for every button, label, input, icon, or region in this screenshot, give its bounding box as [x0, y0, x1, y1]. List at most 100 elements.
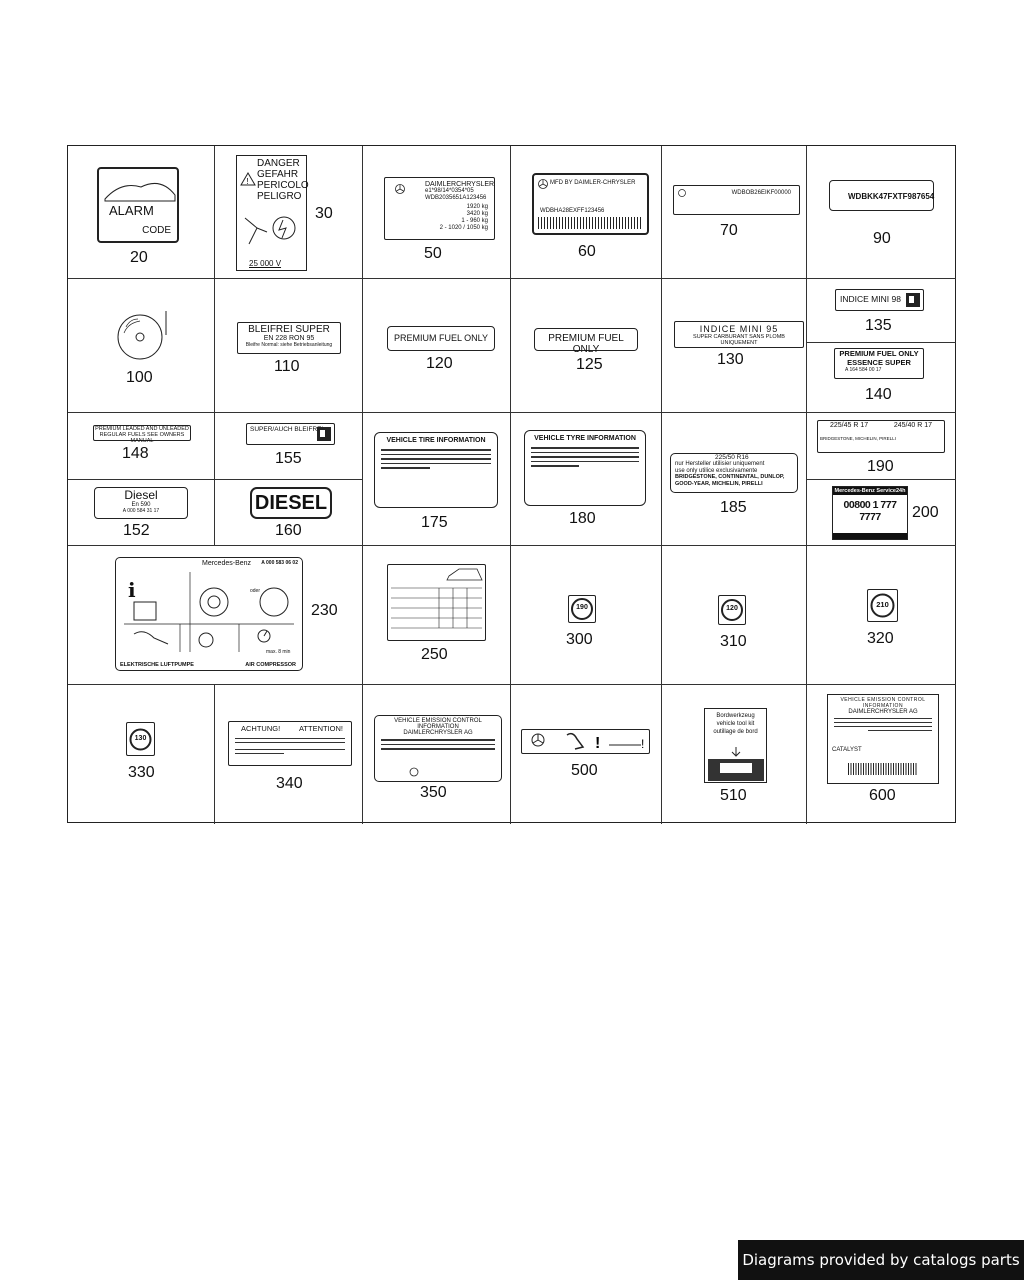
cell-320: 210 320	[807, 546, 956, 685]
cell-175: VEHICLE TIRE INFORMATION 175	[363, 413, 511, 546]
part-number-300: 300	[566, 631, 593, 648]
part-number-190: 190	[867, 458, 894, 475]
cell-310: 120 310	[662, 546, 807, 685]
speed-circle-icon	[870, 593, 895, 618]
fuel-label-135: INDICE MINI 98	[835, 289, 924, 311]
l190-brands: BRIDGESTONE, MICHELIN, PIRELLI	[820, 436, 896, 441]
part-number-30: 30	[315, 205, 333, 222]
part-number-140: 140	[865, 386, 892, 403]
l320-speed: 210	[876, 600, 889, 609]
speed-label-300: 190	[568, 595, 596, 623]
l120-text: PREMIUM FUEL ONLY	[393, 333, 488, 343]
emission-label-350: VEHICLE EMISSION CONTROL INFORMATION DAI…	[374, 715, 502, 782]
l600-line-1: VEHICLE EMISSION CONTROL INFORMATION	[840, 697, 926, 709]
fuel-label-120: PREMIUM FUEL ONLY	[387, 326, 495, 351]
pressure-table-icon	[391, 568, 483, 629]
cell-180: VEHICLE TYRE INFORMATION 180	[511, 413, 662, 546]
part-number-330: 330	[128, 764, 155, 781]
l152-line-1: Diesel	[124, 488, 158, 502]
cell-500: !! 500	[511, 685, 662, 824]
mercedes-star-icon	[538, 179, 548, 189]
cell-155: SUPER/AUCH BLEIFREI 155	[215, 413, 363, 480]
l135-text: INDICE MINI 98	[840, 294, 901, 304]
cell-125: PREMIUM FUEL ONLY 125	[511, 279, 662, 413]
l148-line-1: PREMIUM LEADED AND UNLEADED	[95, 426, 189, 432]
fuel-label-140: PREMIUM FUEL ONLY ESSENCE SUPER A 164 58…	[834, 348, 924, 379]
part-number-70: 70	[720, 222, 738, 239]
part-number-125: 125	[576, 356, 603, 373]
warning-label-340: ACHTUNG! ATTENTION!	[228, 721, 352, 766]
fuel-label-152: Diesel En 590 A 000 584 31 17	[94, 487, 188, 519]
danger-line-3: PERICOLO	[257, 180, 309, 191]
tire-label-185: 225/50 R16 nur Hersteller utilisier uniq…	[670, 453, 798, 493]
part-number-180: 180	[569, 510, 596, 527]
speed-circle-icon	[571, 598, 593, 620]
mercedes-star-icon	[409, 767, 419, 777]
part-number-510: 510	[720, 787, 747, 804]
part-number-320: 320	[867, 630, 894, 647]
fuel-label-130: INDICE MINI 95 SUPER CARBURANT SANS PLOM…	[674, 321, 804, 348]
type-plate-50: DAIMLERCHRYSLER e1*98/14*0354*05 WDB2035…	[384, 177, 495, 240]
l330-speed: 130	[134, 735, 147, 742]
cell-152: Diesel En 590 A 000 584 31 17 152	[68, 480, 215, 546]
l200-phone: 00800 1 777 7777	[843, 499, 897, 523]
plate50-brand: DAIMLERCHRYSLER	[425, 181, 495, 188]
cell-250: 250	[363, 546, 511, 685]
l230-time: max. 8 min	[266, 649, 291, 655]
plate50-weight-1: 1920 kg	[466, 204, 488, 210]
cell-70: WDBOB26EIKF00000 70	[662, 146, 807, 279]
plate50-approval: e1*98/14*0354*05	[425, 188, 474, 194]
l140-line-3: A 164 584 00 17	[845, 367, 882, 373]
part-number-340: 340	[276, 775, 303, 792]
l340-attention: ATTENTION!	[298, 724, 343, 733]
l340-achtung: ACHTUNG!	[241, 724, 281, 733]
compressor-label-230: Mercedes-Benz A 000 583 06 02 i oder max…	[115, 557, 303, 671]
cell-100: 100	[68, 279, 215, 413]
speed-label-310: 120	[718, 595, 746, 625]
l140-line-1: PREMIUM FUEL ONLY	[839, 349, 919, 358]
tire-label-190: 225/45 R 17 245/40 R 17 BRIDGESTONE, MIC…	[817, 420, 945, 453]
service-label-200: Mercedes-Benz Service24h 00800 1 777 777…	[832, 486, 908, 540]
speed-circle-icon	[721, 599, 743, 621]
compressor-instructions-icon	[124, 572, 294, 652]
tow-hook-warning-icon: !!	[531, 732, 644, 752]
danger-line-2: GEFAHR	[257, 169, 299, 180]
l230-part: A 000 583 06 02	[261, 560, 298, 566]
l140-line-2: ESSENCE SUPER	[847, 358, 911, 367]
cell-135: INDICE MINI 98 135	[807, 279, 956, 343]
l148-line-2: REGULAR FUELS SEE OWNERS MANUAL	[99, 432, 185, 444]
l175-title: VEHICLE TIRE INFORMATION	[386, 437, 486, 444]
l185-line-3: use only utilice exclusivamente	[675, 467, 758, 474]
speed-label-320: 210	[867, 589, 898, 622]
part-number-130: 130	[717, 351, 744, 368]
danger-label: DANGER GEFAHR PERICOLO PELIGRO ! 25 000 …	[236, 155, 309, 271]
l230-brand: Mercedes-Benz	[202, 560, 252, 567]
plate60-mfd: MFD BY DAIMLER-CHRYSLER	[550, 180, 636, 186]
part-number-100: 100	[126, 369, 153, 386]
l185-size: 225/50 R16	[715, 454, 749, 461]
l180-title: VEHICLE TYRE INFORMATION	[534, 435, 636, 442]
alarm-code: CODE	[142, 225, 171, 236]
fuel-pump-icon	[906, 293, 920, 307]
part-number-155: 155	[275, 450, 302, 467]
l190-size-b: 245/40 R 17	[893, 422, 932, 429]
part-number-110: 110	[274, 358, 300, 375]
type-plate-60: MFD BY DAIMLER-CHRYSLER WDBHA28EXFF12345…	[532, 173, 649, 235]
l110-norm: EN 228 RON 95	[263, 335, 315, 342]
tire-pressure-table-250	[387, 564, 486, 641]
cd-disc-icon	[117, 311, 167, 360]
fuel-label-155: SUPER/AUCH BLEIFREI	[246, 423, 335, 445]
parts-diagram-grid: ALARM CODE 20 DANGER GEFAHR PERICOLO PEL…	[67, 145, 956, 824]
part-number-250: 250	[421, 646, 448, 663]
cell-160: DIESEL 160	[215, 480, 363, 546]
plate50-axle-2: 2 - 1020 / 1050 kg	[439, 225, 488, 231]
l160-text: DIESEL	[254, 492, 328, 514]
cell-90: WDBKK47FXTF987654 90	[807, 146, 956, 279]
tire-info-label-180: VEHICLE TYRE INFORMATION	[524, 430, 646, 506]
towing-label-500: !!	[521, 729, 650, 754]
vin90-text: WDBKK47FXTF987654	[848, 192, 935, 201]
part-number-200: 200	[912, 504, 939, 521]
part-number-350: 350	[420, 784, 447, 801]
l152-line-2: En 590	[131, 502, 151, 508]
footer-credit: Diagrams provided by catalogs parts	[738, 1240, 1024, 1280]
